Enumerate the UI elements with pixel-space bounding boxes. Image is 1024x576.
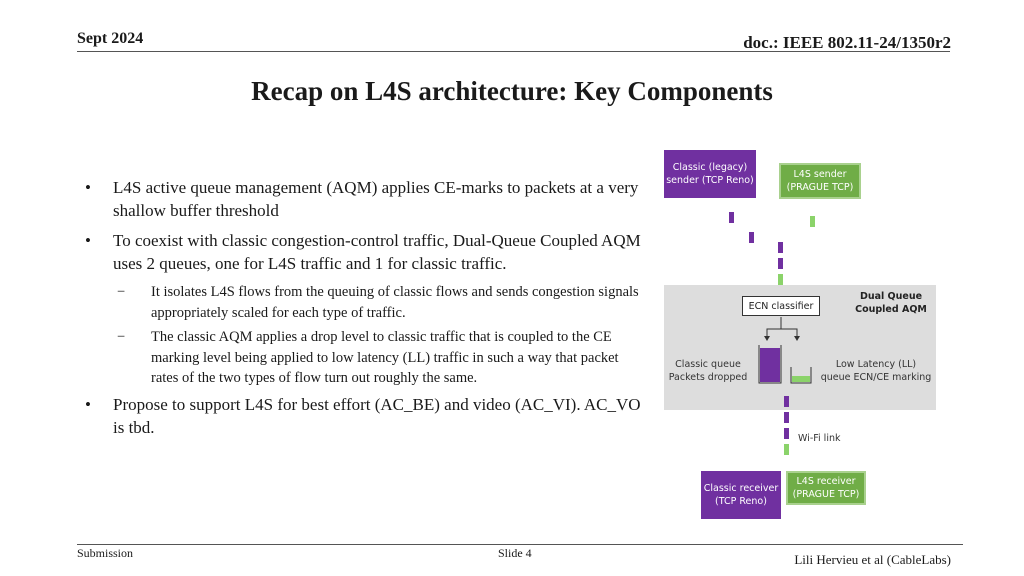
footer-rule	[77, 544, 963, 545]
bullet-marker: •	[85, 231, 91, 250]
l4s-packet	[778, 274, 783, 285]
sub-bullet-marker: −	[117, 284, 126, 300]
l4s-sender-box: L4S sender (PRAGUE TCP)	[779, 163, 861, 199]
sub-bullet-text: The classic AQM applies a drop level to …	[151, 329, 619, 386]
classic-sender-label: Classic (legacy) sender (TCP Reno)	[666, 162, 754, 186]
classic-packet	[729, 212, 734, 223]
footer-slide-number: Slide 4	[498, 546, 532, 560]
sub-bullet-text: It isolates L4S flows from the queuing o…	[151, 284, 639, 321]
l4s-packet	[784, 444, 789, 455]
arrow-to-classic-queue	[764, 336, 770, 341]
ecn-classifier-box: ECN classifier	[742, 296, 820, 316]
sub-bullet-item: − It isolates L4S flows from the queuing…	[85, 282, 645, 323]
classic-queue-outline	[758, 345, 782, 384]
sub-bullet-item: − The classic AQM applies a drop level t…	[85, 327, 645, 389]
bullet-marker: •	[85, 394, 91, 414]
classic-receiver-label: Classic receiver (TCP Reno)	[703, 483, 779, 507]
bullet-text: L4S active queue management (AQM) applie…	[113, 178, 639, 220]
sub-bullet-marker: −	[117, 329, 126, 345]
bullet-list: • L4S active queue management (AQM) appl…	[85, 176, 645, 446]
bullet-marker: •	[85, 178, 91, 197]
classic-receiver-box: Classic receiver (TCP Reno)	[701, 471, 781, 519]
bullet-item: • To coexist with classic congestion-con…	[85, 229, 645, 275]
footer-submission: Submission	[77, 546, 134, 560]
slide-title: Recap on L4S architecture: Key Component…	[251, 76, 773, 106]
ll-queue-fill	[792, 376, 810, 382]
l4s-receiver-label: L4S receiver (PRAGUE TCP)	[792, 476, 860, 500]
classifier-split-line	[766, 317, 798, 338]
wifi-link-label: Wi-Fi link	[798, 433, 841, 444]
aqm-title: Dual Queue Coupled AQM	[855, 291, 927, 315]
ll-queue-label: Low Latency (LL) queue ECN/CE marking	[820, 359, 932, 383]
ecn-classifier-label: ECN classifier	[748, 300, 814, 312]
classic-packet	[778, 258, 783, 269]
bullet-item: • Propose to support L4S for best effort…	[85, 393, 645, 439]
bullet-text: To coexist with classic congestion-contr…	[113, 231, 641, 273]
classic-queue-fill	[760, 348, 780, 382]
classic-sender-box: Classic (legacy) sender (TCP Reno)	[664, 150, 756, 198]
l4s-packet	[810, 216, 815, 227]
classic-packet	[784, 396, 789, 407]
classic-packet	[778, 242, 783, 253]
bullet-text: Propose to support L4S for best effort (…	[113, 394, 641, 437]
classic-packet	[784, 412, 789, 423]
bullet-item: • L4S active queue management (AQM) appl…	[85, 176, 645, 222]
header-date: Sept 2024	[77, 30, 144, 47]
queue-diagram	[758, 317, 812, 384]
classic-queue-label: Classic queue Packets dropped	[668, 359, 748, 383]
header-rule	[77, 51, 950, 52]
arrow-to-ll-queue	[794, 336, 800, 341]
classic-packet	[784, 428, 789, 439]
classic-packet	[749, 232, 754, 243]
l4s-receiver-box: L4S receiver (PRAGUE TCP)	[786, 471, 866, 505]
ll-queue-outline	[790, 367, 812, 384]
l4s-sender-label: L4S sender (PRAGUE TCP)	[786, 169, 854, 193]
header-doc-id: doc.: IEEE 802.11-24/1350r2	[743, 33, 951, 52]
footer-authors: Lili Hervieu et al (CableLabs)	[794, 552, 951, 567]
